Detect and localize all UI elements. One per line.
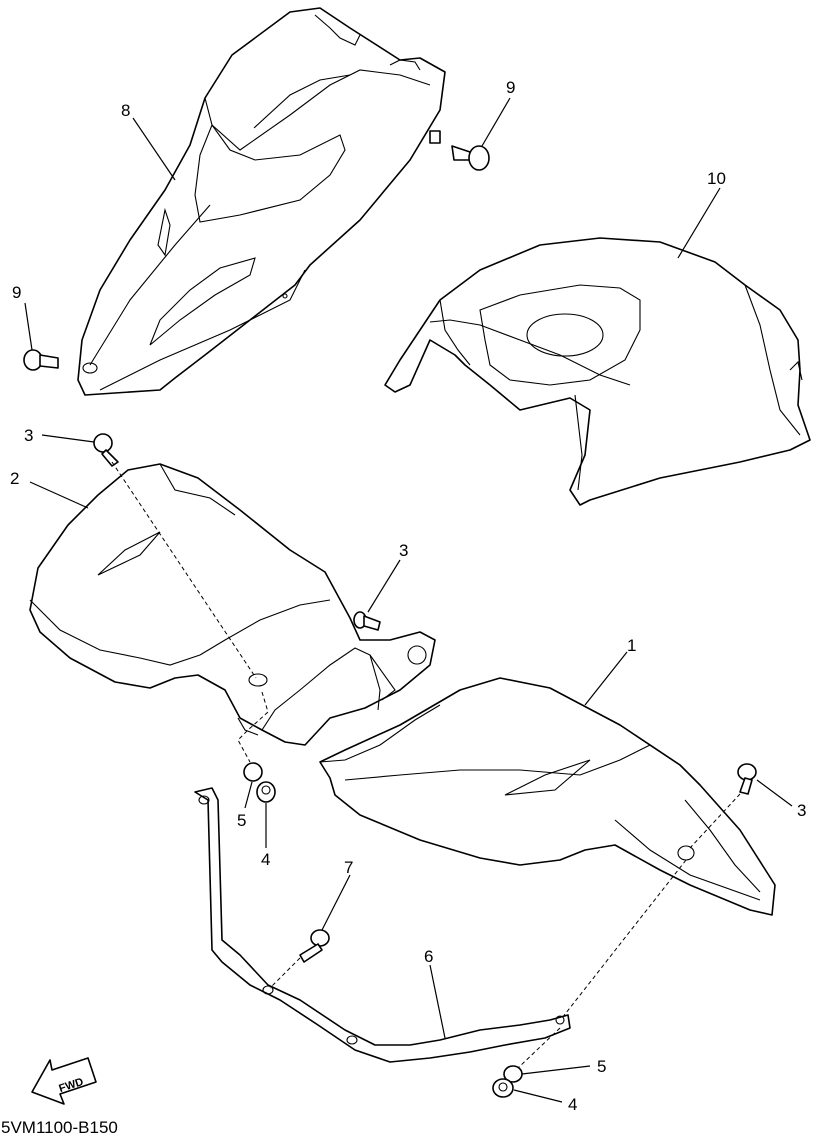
callout-8: 8 bbox=[121, 101, 130, 120]
stay-bracket-part-6 bbox=[194, 787, 571, 1063]
screw-part-3-middle bbox=[353, 611, 381, 631]
bolt-part-7 bbox=[299, 929, 330, 963]
front-cover-part-8 bbox=[77, 7, 446, 396]
nut-part-4-right bbox=[492, 1078, 514, 1098]
screw-part-3-upper bbox=[93, 433, 119, 467]
callout-3-right: 3 bbox=[797, 801, 806, 820]
front-fender-part-2 bbox=[29, 463, 436, 746]
rear-fender-part-1 bbox=[319, 677, 776, 916]
callout-9-upper: 9 bbox=[506, 78, 515, 97]
bolt-part-9-upper bbox=[429, 130, 490, 171]
leader-lines bbox=[24, 97, 793, 1103]
callout-10: 10 bbox=[707, 169, 726, 188]
screw-part-3-right bbox=[737, 763, 757, 795]
callout-7: 7 bbox=[344, 858, 353, 877]
fwd-arrow: FWD bbox=[31, 1057, 97, 1105]
callout-2: 2 bbox=[10, 469, 19, 488]
callout-5-right: 5 bbox=[597, 1057, 606, 1076]
rear-cover-part-10 bbox=[384, 237, 811, 506]
callout-labels: 1 2 3 3 3 4 4 5 5 6 7 8 9 9 10 bbox=[10, 78, 806, 1114]
diagram-code: 5VM1100-B150 bbox=[1, 1118, 118, 1136]
callout-9-lower: 9 bbox=[12, 283, 21, 302]
callout-1: 1 bbox=[627, 636, 636, 655]
collar-part-5-left bbox=[243, 762, 263, 782]
nut-part-4-left bbox=[256, 781, 276, 803]
callout-4-left: 4 bbox=[261, 850, 270, 869]
callout-3-upper: 3 bbox=[24, 426, 33, 445]
callout-3-middle: 3 bbox=[399, 541, 408, 560]
bolt-part-9-lower bbox=[23, 349, 59, 371]
callout-5-left: 5 bbox=[237, 811, 246, 830]
callout-4-right: 4 bbox=[568, 1095, 577, 1114]
callout-6: 6 bbox=[424, 947, 433, 966]
assembly-lines bbox=[111, 461, 741, 1069]
